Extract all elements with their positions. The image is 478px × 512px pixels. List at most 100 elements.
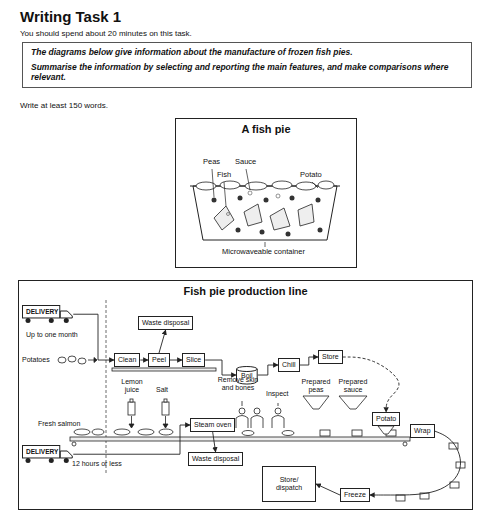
pie-container xyxy=(190,186,340,240)
potato-hopper xyxy=(378,426,394,434)
truck-wheel xyxy=(64,318,69,323)
pies xyxy=(352,430,362,436)
part-label: Inspect xyxy=(266,390,289,398)
part-label: Salt xyxy=(156,386,168,394)
peas xyxy=(264,198,269,203)
node-label: Clean xyxy=(118,356,136,364)
pie-container xyxy=(193,186,337,240)
potatoes-icon xyxy=(78,358,86,364)
node-label: Chill xyxy=(282,361,296,369)
process-box: Waste disposal xyxy=(138,316,193,330)
leader-line xyxy=(312,182,318,188)
sauce-bubbles xyxy=(227,213,230,216)
bottles xyxy=(129,424,134,428)
bottles xyxy=(130,399,133,402)
conveyor-belt xyxy=(112,368,216,371)
node-label: Waste disposal xyxy=(192,455,239,463)
process-box: Waste disposal xyxy=(188,452,243,466)
part-label: Up to one month xyxy=(26,331,78,339)
fish-pieces xyxy=(244,204,262,226)
workers xyxy=(242,401,243,406)
potatoes-icon xyxy=(68,356,76,362)
flow-arrow xyxy=(300,357,318,365)
truck-wheel xyxy=(26,458,31,463)
peas xyxy=(290,196,295,201)
conveyor-belt xyxy=(403,442,407,446)
node-label: Waste disposal xyxy=(142,319,189,327)
fish-pieces xyxy=(214,204,314,230)
part-label: Remove skin and bones xyxy=(212,376,264,392)
bottles xyxy=(163,424,168,428)
flow-arrow xyxy=(73,314,114,360)
instruction-text: You should spend about 20 minutes on thi… xyxy=(20,29,192,38)
part-label: Lemon juice xyxy=(118,378,146,394)
instruction-text: Write at least 150 words. xyxy=(20,101,108,110)
bottles xyxy=(131,416,132,424)
bottles xyxy=(165,416,166,424)
process-box: Slice xyxy=(182,353,205,367)
fish-icons xyxy=(92,429,104,435)
fish-pieces xyxy=(270,208,290,230)
delivery-truck: DELIVERY xyxy=(22,445,73,463)
peas xyxy=(260,230,265,235)
leader-line xyxy=(246,169,250,190)
bottles xyxy=(164,399,167,402)
hopper-shape xyxy=(339,396,367,409)
process-box: Potato xyxy=(372,412,400,426)
hopper-shape xyxy=(336,394,370,412)
process-box: Store/ dispatch xyxy=(262,466,316,502)
potato-topping xyxy=(318,181,334,189)
truck-wheel xyxy=(49,318,54,323)
sauce-bubbles xyxy=(248,191,252,195)
conveyor-belt xyxy=(70,437,410,441)
instruction-box: The diagrams below give information abou… xyxy=(22,42,472,88)
process-box: Clean xyxy=(114,353,140,367)
diagram-title: A fish pie xyxy=(176,119,356,136)
node-label: Steam oven xyxy=(194,421,231,429)
potato-topping xyxy=(220,181,240,189)
hopper-shape xyxy=(303,396,329,409)
potato-topping xyxy=(272,181,292,189)
truck-wheel xyxy=(64,458,69,463)
flow-arrow xyxy=(159,330,166,353)
bottles xyxy=(128,402,135,415)
sauce-bubbles xyxy=(227,191,281,216)
potatoes-icon xyxy=(58,357,66,363)
vessel-shape xyxy=(237,367,258,372)
truck-shape xyxy=(60,311,72,318)
workers xyxy=(275,408,281,414)
pies xyxy=(396,495,405,501)
peas xyxy=(236,228,241,233)
node-label: Store xyxy=(322,353,339,361)
part-label: 12 hours or less xyxy=(72,460,122,468)
part-label: Fresh salmon xyxy=(38,420,80,428)
flow-arrow xyxy=(140,360,148,361)
pies xyxy=(320,430,330,436)
process-box: Peel xyxy=(148,353,170,367)
instruction-text: Summarise the information by selecting a… xyxy=(31,63,463,83)
workers xyxy=(278,403,279,406)
node-label: Potato xyxy=(376,415,396,423)
pies xyxy=(450,482,459,488)
peas xyxy=(316,198,321,203)
node-label: Prepared peas xyxy=(300,378,332,394)
workers xyxy=(272,416,284,429)
process-box: Steam oven xyxy=(190,418,235,432)
part-label: Potatoes xyxy=(22,356,50,364)
instruction-text: The diagrams below give information abou… xyxy=(31,48,463,58)
workers xyxy=(254,408,260,414)
diagram-panel: Fish pie production lineDELIVERYCleanPee… xyxy=(18,280,473,510)
node-label: DELIVERY xyxy=(26,448,58,455)
conveyor-belt xyxy=(70,368,410,446)
sauce-bubbles xyxy=(276,194,280,198)
truck-shape xyxy=(23,306,60,318)
bottles xyxy=(128,399,169,428)
hopper-shape xyxy=(300,394,332,412)
truck-wheel xyxy=(49,458,54,463)
leader-line xyxy=(212,169,214,197)
delivery-truck: DELIVERY xyxy=(22,305,73,323)
flow-arrow xyxy=(316,484,340,495)
process-box: Chill xyxy=(278,358,300,372)
conveyor-path xyxy=(370,431,461,495)
fish-icons xyxy=(282,431,294,436)
